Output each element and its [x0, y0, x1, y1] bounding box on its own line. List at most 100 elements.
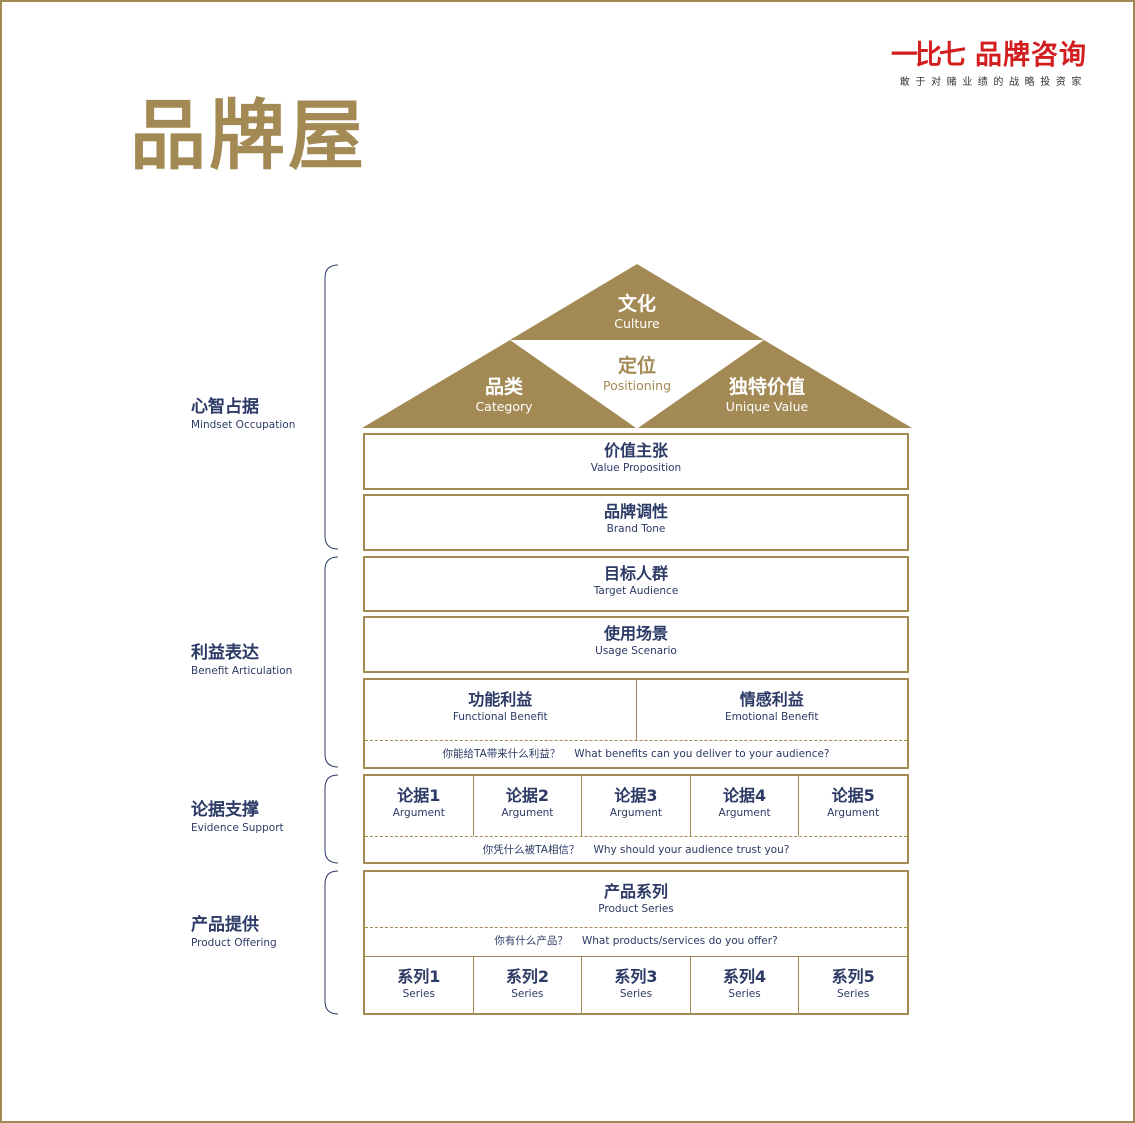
row-zh: 使用场景 — [603, 624, 668, 643]
row-zh: 目标人群 — [603, 564, 668, 583]
argument-zh: 论据3 — [614, 786, 658, 805]
series-item: 系列2 Series — [472, 957, 582, 1013]
side-label-en: Product Offering — [191, 937, 277, 949]
roof-culture-en: Culture — [614, 316, 660, 331]
argument-en: Argument — [392, 807, 445, 819]
products-question-en: What products/services do you offer? — [581, 935, 778, 947]
argument-zh: 论据2 — [505, 786, 549, 805]
roof-category: 品类 Category — [475, 375, 532, 415]
row-zh: 价值主张 — [603, 441, 668, 460]
argument-zh: 论据5 — [831, 786, 875, 805]
functional-benefit: 功能利益 Functional Benefit — [365, 680, 636, 740]
benefits-box: 功能利益 Functional Benefit 情感利益 Emotional B… — [363, 678, 909, 769]
row-en: Usage Scenario — [595, 645, 677, 657]
functional-benefit-zh: 功能利益 — [468, 690, 533, 709]
series-zh: 系列2 — [505, 967, 549, 986]
culture-triangle — [510, 264, 764, 340]
benefits-question-en: What benefits can you deliver to your au… — [574, 748, 830, 760]
row-en: Brand Tone — [606, 523, 666, 535]
brace-mindset — [324, 264, 339, 550]
roof-unique-value-zh: 独特价值 — [728, 376, 805, 398]
side-label-en: Benefit Articulation — [191, 665, 293, 677]
brace-benefit — [324, 556, 339, 768]
argument-en: Argument — [501, 807, 554, 819]
side-label-zh: 心智占据 — [191, 397, 259, 417]
products-question-zh: 你有什么产品？ — [494, 935, 568, 947]
brace-product — [324, 870, 339, 1015]
series-en: Series — [402, 988, 435, 1000]
emotional-benefit: 情感利益 Emotional Benefit — [635, 680, 908, 740]
arguments-question-zh: 你凭什么被TA相信？ — [482, 844, 580, 856]
page-title: 品牌屋 — [130, 91, 367, 180]
series-zh: 系列1 — [397, 967, 441, 986]
series-zh: 系列4 — [723, 967, 767, 986]
series-zh: 系列5 — [831, 967, 875, 986]
argument-en: Argument — [827, 807, 880, 819]
argument-en: Argument — [718, 807, 771, 819]
arguments-question-en: Why should your audience trust you? — [593, 844, 790, 856]
emotional-benefit-zh: 情感利益 — [739, 690, 804, 709]
argument-zh: 论据4 — [723, 786, 767, 805]
row-en: Value Proposition — [590, 462, 682, 474]
benefits-question-zh: 你能给TA带来什么利益？ — [442, 748, 561, 760]
roof-unique-value: 独特价值 Unique Value — [726, 375, 808, 415]
series-en: Series — [728, 988, 761, 1000]
series-en: Series — [837, 988, 870, 1000]
roof-category-zh: 品类 — [484, 376, 524, 398]
row-value-proposition: 价值主张 Value Proposition — [363, 433, 909, 490]
side-label-mindset: 心智占据 Mindset Occupation — [191, 396, 295, 432]
roof-positioning: 定位 Positioning — [603, 354, 671, 394]
side-label-zh: 论据支撑 — [191, 800, 259, 820]
roof-category-en: Category — [475, 399, 533, 414]
argument-en: Argument — [609, 807, 663, 819]
roof-positioning-en: Positioning — [603, 378, 671, 393]
side-label-en: Evidence Support — [191, 822, 284, 834]
series-item: 系列5 Series — [798, 957, 907, 1013]
arguments-box: 论据1 Argument 论据2 Argument 论据3 Argument 论… — [363, 774, 909, 864]
roof-triangles — [362, 264, 912, 428]
roof-unique-value-en: Unique Value — [725, 399, 809, 414]
series-en: Series — [619, 988, 653, 1000]
row-zh: 品牌调性 — [603, 502, 668, 521]
side-label-evidence: 论据支撑 Evidence Support — [191, 799, 284, 835]
roof-culture-zh: 文化 — [617, 293, 657, 315]
emotional-benefit-en: Emotional Benefit — [724, 711, 819, 723]
products-box: 产品系列 Product Series 你有什么产品？ What products… — [363, 870, 909, 1015]
unique-value-triangle — [638, 340, 912, 428]
series-item: 系列3 Series — [581, 957, 690, 1013]
brace-evidence — [324, 774, 339, 864]
row-en: Target Audience — [593, 585, 679, 597]
argument-item: 论据1 Argument — [365, 776, 473, 836]
logo-name-a: 一比七 — [891, 40, 966, 71]
side-label-benefit: 利益表达 Benefit Articulation — [191, 642, 292, 678]
logo-wordmark: 一比七品牌咨询 — [891, 40, 1087, 72]
roof-positioning-zh: 定位 — [617, 355, 656, 377]
logo-name-b: 品牌咨询 — [975, 40, 1087, 71]
benefits-question: 你能给TA带来什么利益？ What benefits can you delive… — [365, 747, 907, 761]
argument-item: 论据4 Argument — [689, 776, 799, 836]
series-item: 系列1 Series — [365, 957, 473, 1013]
side-label-zh: 利益表达 — [191, 643, 259, 663]
logo-tagline: 敢于对赌业绩的战略投资家 — [899, 77, 1087, 88]
argument-zh: 论据1 — [397, 786, 441, 805]
product-series-en: Product Series — [598, 903, 674, 915]
argument-item: 论据3 Argument — [581, 776, 690, 836]
series-zh: 系列3 — [614, 967, 658, 986]
products-question: 你有什么产品？ What products/services do you off… — [365, 934, 907, 948]
side-label-product: 产品提供 Product Offering — [191, 914, 277, 950]
roof-culture: 文化 Culture — [614, 292, 660, 332]
side-label-en: Mindset Occupation — [191, 419, 296, 431]
product-series-zh: 产品系列 — [603, 882, 668, 901]
argument-item: 论据2 Argument — [472, 776, 582, 836]
series-item: 系列4 Series — [689, 957, 799, 1013]
functional-benefit-en: Functional Benefit — [452, 711, 548, 723]
side-label-zh: 产品提供 — [191, 915, 259, 935]
argument-item: 论据5 Argument — [798, 776, 907, 836]
row-usage-scenario: 使用场景 Usage Scenario — [363, 616, 909, 673]
row-target-audience: 目标人群 Target Audience — [363, 556, 909, 612]
category-triangle — [362, 340, 636, 428]
brand-logo: 一比七品牌咨询 敢于对赌业绩的战略投资家 — [891, 40, 1087, 90]
series-en: Series — [511, 988, 544, 1000]
row-brand-tone: 品牌调性 Brand Tone — [363, 494, 909, 551]
